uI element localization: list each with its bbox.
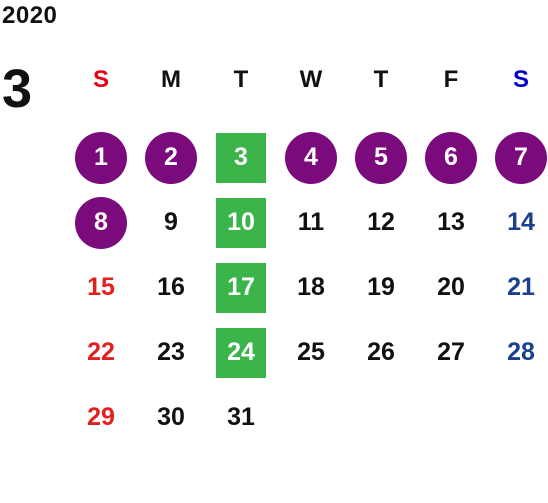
calendar-day-cell[interactable]: 15 [66,255,136,320]
calendar-day-number: 12 [367,208,395,236]
calendar-day-number: 30 [157,403,185,431]
calendar-day-square-marker: 3 [216,132,266,183]
calendar-year: 2020 [2,2,58,29]
calendar-day-square-marker: 17 [216,262,266,313]
calendar-day-cell[interactable]: 22 [66,320,136,385]
calendar-day-cell[interactable]: 18 [276,255,346,320]
weekday-header-sunday: S [92,66,109,93]
calendar-day-number: 27 [437,338,465,366]
calendar-day-number: 14 [507,208,535,236]
calendar-day-cell[interactable]: 26 [346,320,416,385]
calendar-day-cell[interactable]: 17 [206,255,276,320]
weekday-header-thursday: T [373,66,389,93]
calendar-day-number: 16 [157,273,185,301]
calendar-day-cell[interactable]: 29 [66,385,136,450]
calendar-day-number: 31 [227,403,255,431]
calendar-day-number: 25 [297,338,325,366]
calendar-day-cell[interactable]: 28 [486,320,548,385]
calendar-day-number: 28 [507,338,535,366]
calendar-day-cell[interactable]: 13 [416,190,486,255]
calendar-day-number: 22 [87,338,115,366]
calendar-day-circle-marker: 1 [75,131,127,184]
calendar-day-number: 19 [367,273,395,301]
calendar-day-cell[interactable]: 9 [136,190,206,255]
calendar-day-cell[interactable]: 8 [66,190,136,255]
calendar-day-circle-marker: 4 [285,131,337,184]
calendar-day-cell[interactable]: 11 [276,190,346,255]
calendar-day-circle-marker: 7 [495,131,547,184]
calendar-day-cell[interactable]: 12 [346,190,416,255]
weekday-header-monday: M [161,66,181,93]
calendar-day-cell[interactable]: 24 [206,320,276,385]
calendar-day-number: 21 [507,273,535,301]
calendar-day-number: 9 [164,208,178,236]
calendar-day-number: 15 [87,273,115,301]
calendar-day-circle-marker: 5 [355,131,407,184]
calendar-day-circle-marker: 2 [145,131,197,184]
calendar-day-number: 29 [87,403,115,431]
calendar-day-square-marker: 10 [216,197,266,248]
calendar-day-cell[interactable]: 3 [206,125,276,190]
calendar-day-number: 11 [297,208,325,236]
calendar-day-number: 20 [437,273,465,301]
calendar-day-cell[interactable]: 6 [416,125,486,190]
calendar-day-circle-marker: 6 [425,131,477,184]
calendar-day-cell[interactable]: 19 [346,255,416,320]
calendar-day-number: 13 [437,208,465,236]
calendar-day-cell[interactable]: 25 [276,320,346,385]
calendar-month: 3 [2,59,33,119]
calendar-day-cell[interactable]: 4 [276,125,346,190]
calendar-day-cell[interactable]: 31 [206,385,276,450]
calendar-day-cell[interactable]: 14 [486,190,548,255]
calendar-day-cell[interactable]: 20 [416,255,486,320]
calendar-day-cell[interactable]: 10 [206,190,276,255]
calendar-day-cell[interactable]: 23 [136,320,206,385]
calendar-day-cell[interactable]: 7 [486,125,548,190]
calendar-day-number: 26 [367,338,395,366]
calendar-day-cell[interactable]: 2 [136,125,206,190]
calendar-day-cell[interactable]: 5 [346,125,416,190]
calendar-day-cell[interactable]: 27 [416,320,486,385]
calendar-day-number: 18 [297,273,325,301]
weekday-header-tuesday: T [233,66,249,93]
calendar-day-number: 23 [157,338,185,366]
weekday-header-wednesday: W [299,66,323,93]
calendar-day-cell[interactable]: 21 [486,255,548,320]
calendar-day-cell[interactable]: 1 [66,125,136,190]
weekday-header-saturday: S [512,66,529,93]
calendar-day-square-marker: 24 [216,327,266,378]
weekday-header-friday: F [443,66,459,93]
calendar-day-circle-marker: 8 [75,196,127,249]
calendar-day-cell[interactable]: 30 [136,385,206,450]
calendar-day-cell[interactable]: 16 [136,255,206,320]
